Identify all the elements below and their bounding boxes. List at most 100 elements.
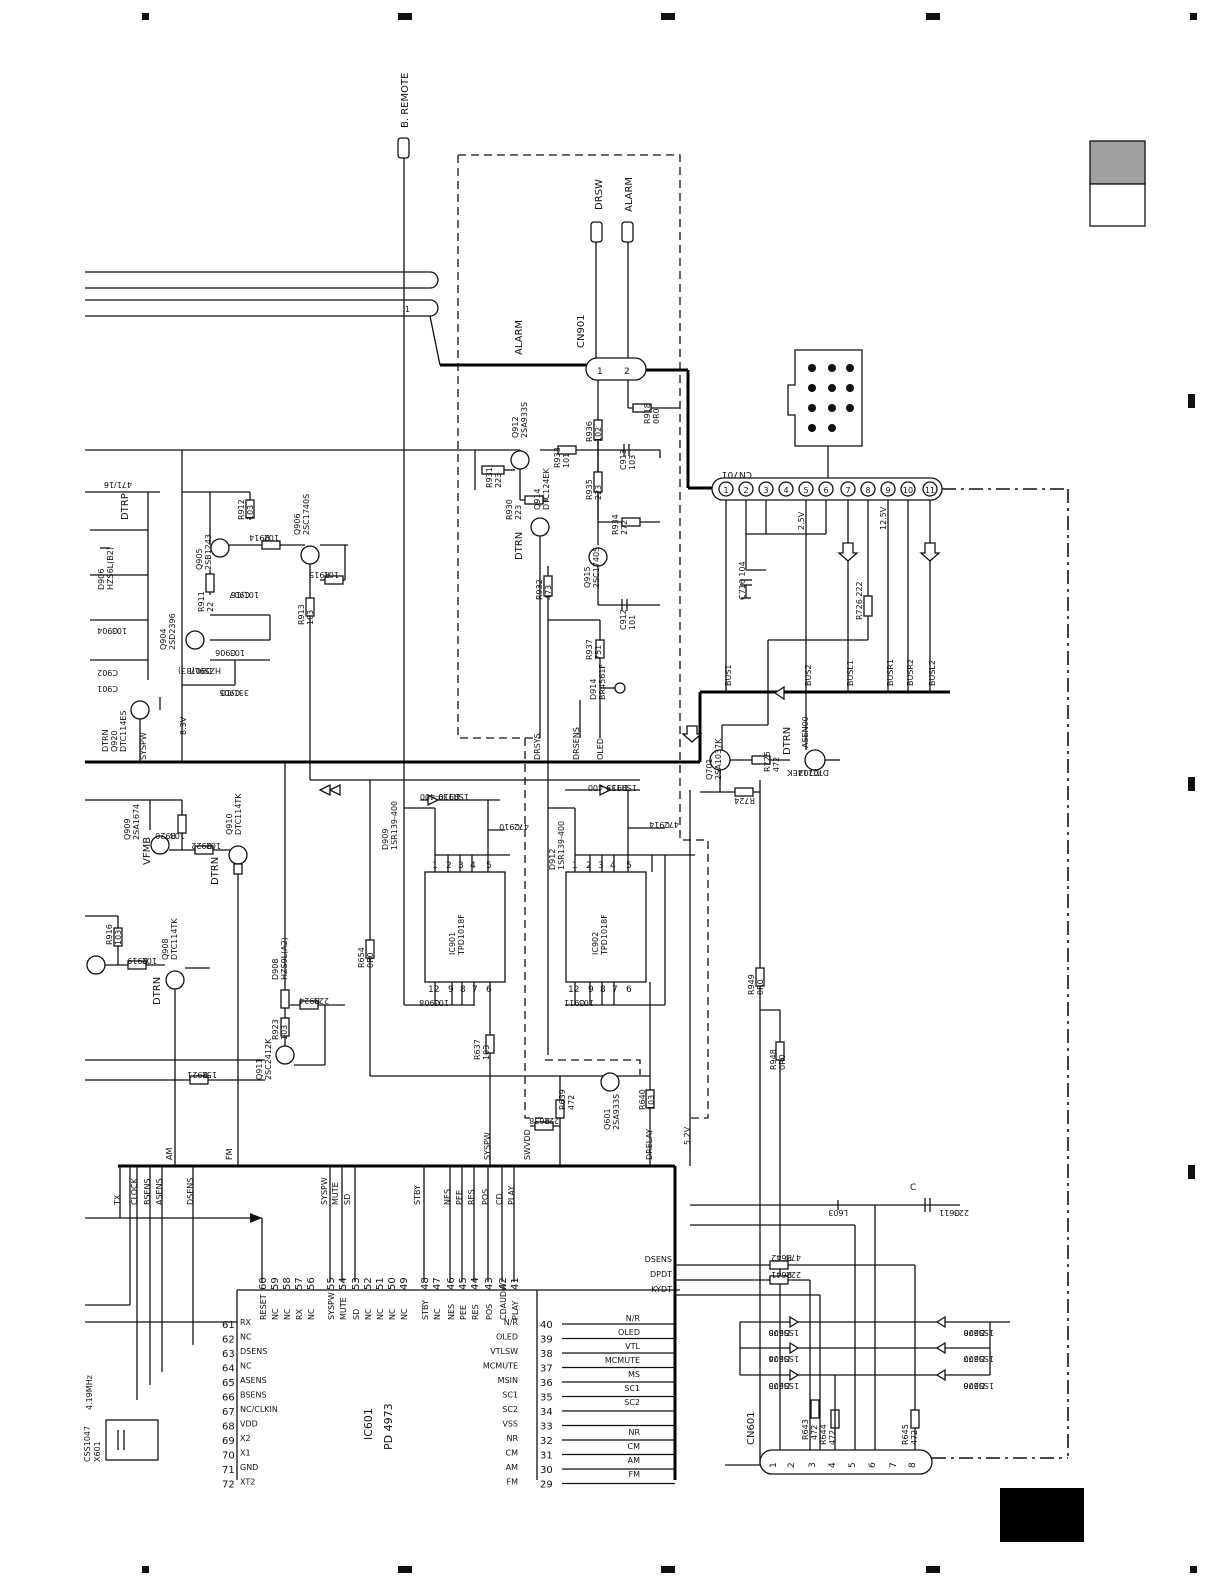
v52-label: 5.2V (683, 1126, 692, 1145)
cn601-pin: 5 (848, 1462, 858, 1468)
q702-value: DTC114EK (787, 768, 829, 777)
drelay-label: DRELAY (645, 1129, 654, 1160)
css1047-label: CSS1047 (83, 1426, 92, 1462)
cn601-label: CN601 (746, 1411, 757, 1445)
q910-ref: Q910 (225, 813, 234, 835)
cn701-bus-lines (725, 500, 941, 692)
cn601-pin: 1 (769, 1462, 779, 1468)
d605-value: 1SS270 (768, 1328, 799, 1337)
ic902-pin: 7 (612, 985, 618, 995)
r921-value: 152 (202, 1070, 217, 1079)
r936-value: 102 (594, 427, 603, 442)
c914-ref: C914 (649, 820, 670, 829)
r645-value: 472 (910, 1430, 919, 1445)
ic601-pin-name: X1 (240, 1449, 251, 1458)
ic601-part: PD 4973 (382, 1403, 395, 1450)
ic601-pin: 63 (222, 1349, 235, 1360)
registration-marks (142, 13, 1197, 1573)
ic601-pin-name: AM (506, 1463, 518, 1472)
r923-ref: R923 (271, 1019, 280, 1040)
ic902-value: TPD1018F (600, 914, 609, 956)
b-remote-pin-1: 1 (405, 305, 410, 314)
ic601-pin: 51 (375, 1277, 386, 1290)
ic601-pin-name: NC (388, 1308, 397, 1320)
ic601-pin: 58 (282, 1277, 293, 1290)
ic601-top-signal: AM (165, 1148, 174, 1160)
r642-value: 473 (786, 1253, 801, 1262)
r643-ref: R643 (801, 1419, 810, 1440)
cn701-pin: 3 (763, 486, 768, 495)
d909-value: 1SR139-400 (390, 801, 399, 850)
c907-value: 101/16 (231, 590, 259, 599)
r645-ref: R645 (901, 1424, 910, 1445)
v25-label: 2.5V (797, 511, 806, 530)
ic601-right-signal: AM (628, 1456, 640, 1465)
ic902-pin: 1 (572, 861, 578, 871)
r934-ref: R934 (611, 514, 620, 535)
r911-ref: R911 (197, 591, 206, 612)
r919-ref: R919 (127, 956, 148, 965)
syspw-label: SYSPW (139, 732, 148, 760)
drsens-label: DRSENS (572, 727, 581, 760)
signal-line-label: DSENS (645, 1255, 672, 1264)
ic601-pin-name: NC (364, 1308, 373, 1320)
cn701-pin: 1 (723, 486, 728, 495)
ic601-top-signal: MUTE (331, 1182, 340, 1205)
ic601-pin: 46 (446, 1277, 457, 1290)
ic601-pin: 62 (222, 1335, 235, 1346)
ic601-pin-name: RESET (259, 1294, 268, 1320)
cn601-network (675, 1198, 1010, 1475)
d908-value: HZS9L(A2) (280, 937, 289, 980)
dtrn-label: DTRN (782, 727, 793, 755)
ic601-pin-name: NES (447, 1304, 456, 1320)
cn701-pin-circle (718, 481, 734, 497)
flat-cable: 1 (85, 271, 441, 366)
r644-value: 472 (828, 1430, 837, 1445)
c904-ref: C904 (97, 626, 118, 635)
ic601-top-signal: FM (225, 1148, 234, 1160)
ic601-pin: 32 (540, 1436, 553, 1447)
ic601-pin-name: VTLSW (490, 1347, 518, 1356)
ic902-pin: 3 (598, 861, 604, 871)
ic601-pin-name: XT2 (240, 1478, 255, 1487)
c906-value: 103 (230, 648, 245, 657)
ic601-pin-name: SYSPW (327, 1292, 336, 1320)
r640-value: 103 (647, 1095, 656, 1110)
ic601-top-signal: STBY (413, 1185, 422, 1205)
cn701-pin-circle (900, 481, 916, 497)
d909-ref: D909 (381, 829, 390, 850)
c904-value: 103 (112, 626, 127, 635)
r915-ref: R915 (309, 570, 330, 579)
ic601-pin-name: NC (376, 1308, 385, 1320)
c611-ref: C611 (939, 1208, 960, 1217)
r922-value: 102 (206, 841, 221, 850)
dtrn-label: DTRN (210, 857, 221, 885)
d606-ref: D606 (964, 1381, 985, 1390)
c716-label: C716 104 (738, 561, 747, 600)
ic601-pin-name: ASENS (240, 1376, 267, 1385)
ic601-pin: 65 (222, 1378, 235, 1389)
cn601-pin: 8 (908, 1462, 918, 1468)
ic902-pin: 12 (568, 985, 579, 995)
c911-ref: C911 (564, 998, 585, 1007)
d607-value: 1SS270 (963, 1354, 994, 1363)
ic901-pin: 6 (486, 985, 492, 995)
cn701-pin: 6 (823, 486, 828, 495)
dtrn-label: DTRN (152, 977, 163, 1005)
ic601-top-signal: CLOCK (130, 1177, 139, 1205)
r916-value: 103 (114, 930, 123, 945)
r912-ref: R912 (237, 499, 246, 520)
cn701-socket (787, 349, 863, 478)
cn701-pin: 5 (803, 486, 808, 495)
ic601-pin-name: FM (506, 1478, 518, 1487)
d603-value: 1SS270 (768, 1381, 799, 1390)
ic902-ref: IC902 (591, 932, 600, 955)
ic601-pin-name: VDD (240, 1420, 258, 1429)
c908-ref: C908 (419, 998, 440, 1007)
ic601-pin-name: RX (295, 1308, 304, 1320)
d914-ref: D914 (589, 679, 598, 700)
cn701-pin-circle (818, 481, 834, 497)
cn901-pin: 1 (597, 367, 603, 377)
